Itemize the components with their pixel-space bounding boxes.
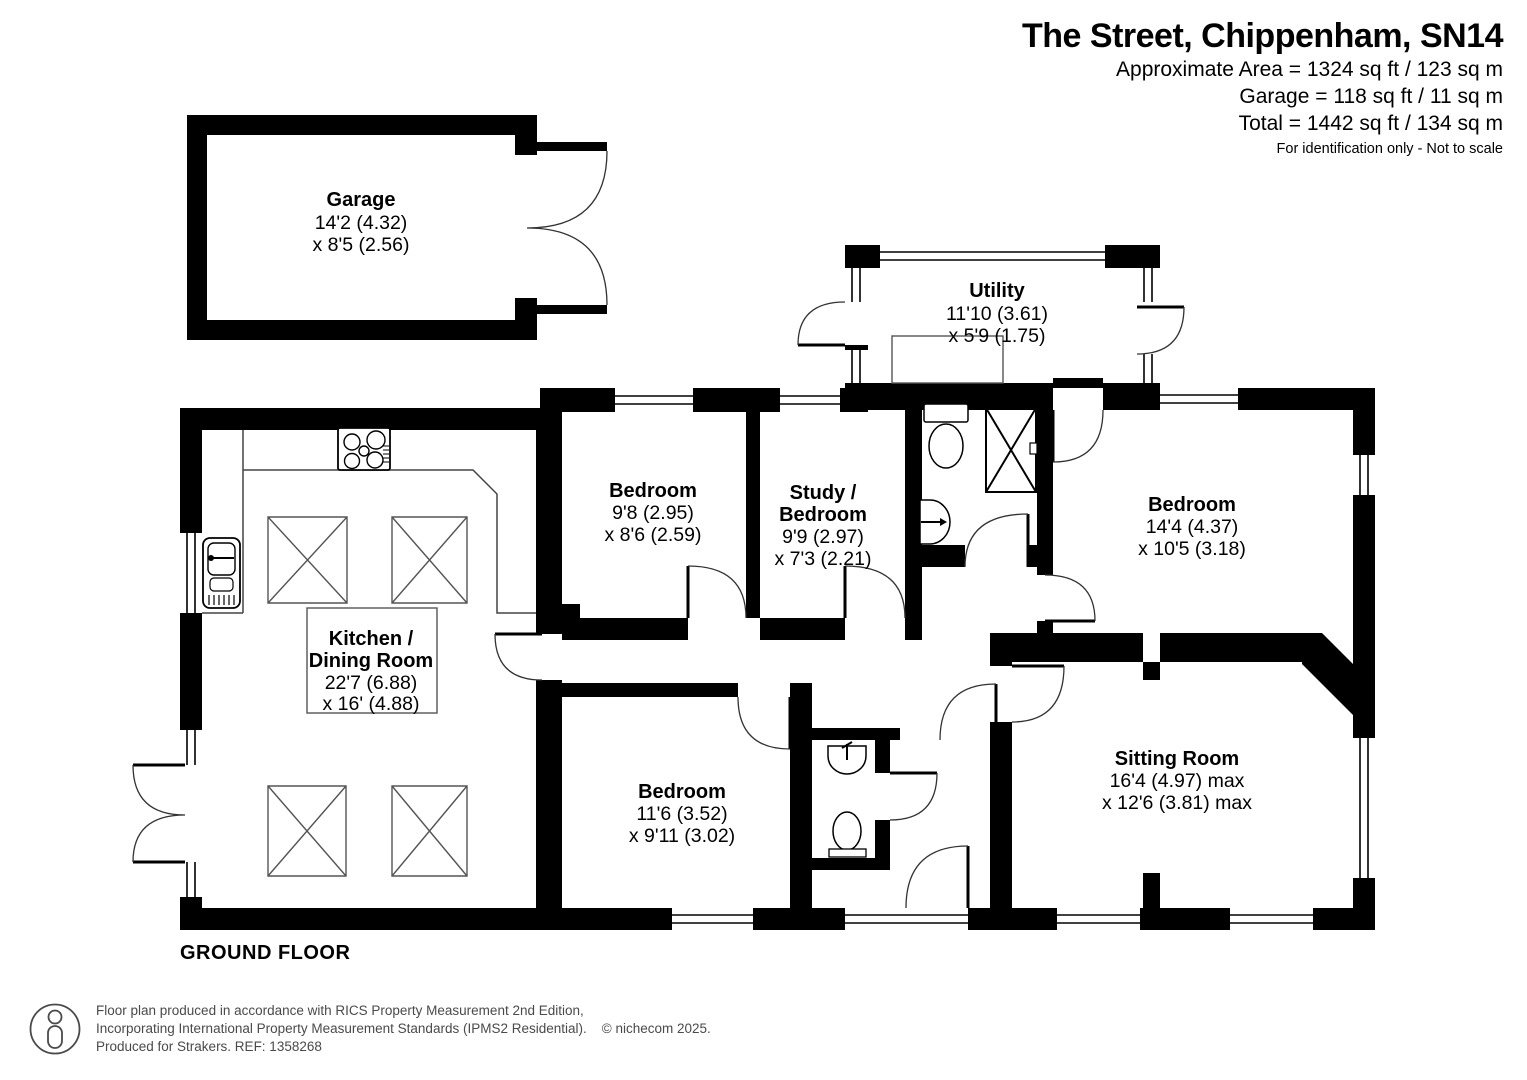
chamfer-wall <box>1302 633 1375 717</box>
bathroom-toilet-bowl <box>832 811 862 851</box>
room-dim: x 5'9 (1.75) <box>949 325 1046 347</box>
hob-grill <box>383 445 389 463</box>
sitting-room-label: Sitting Room 16'4 (4.97) max x 12'6 (3.8… <box>1102 748 1252 814</box>
room-dim: 11'10 (3.61) <box>946 303 1048 325</box>
shower-cubicle-icon <box>985 407 1037 493</box>
burner <box>343 452 361 470</box>
room-dim: x 7'3 (2.21) <box>775 548 872 570</box>
room-name: Bedroom <box>609 480 697 502</box>
room-name: Bedroom <box>1148 494 1236 516</box>
door-leaf-lines <box>133 305 1184 908</box>
table-outline <box>306 607 438 714</box>
utility-counter <box>891 335 1004 384</box>
room-dim: 9'9 (2.97) <box>782 526 864 548</box>
windows <box>180 245 1375 930</box>
room-dim: x 9'11 (3.02) <box>629 825 735 847</box>
footer-line1: Floor plan produced in accordance with R… <box>96 1003 584 1018</box>
rooflight <box>267 785 347 877</box>
footer-line2: Incorporating International Property Mea… <box>96 1020 711 1038</box>
rooflight <box>391 785 468 877</box>
door-arc-lines <box>132 150 1185 909</box>
utility-label: Utility 11'10 (3.61) x 5'9 (1.75) <box>946 280 1048 347</box>
garage-label: Garage 14'2 (4.32) x 8'5 (2.56) <box>313 189 410 256</box>
door-leaves <box>133 305 1184 908</box>
sink-bowl <box>207 542 236 576</box>
footer-copyright: © nichecom 2025. <box>601 1021 711 1036</box>
total-area: Total = 1442 sq ft / 134 sq m <box>1238 112 1503 135</box>
hob-body <box>337 427 391 471</box>
garage-area: Garage = 118 sq ft / 11 sq m <box>1239 85 1503 108</box>
kitchen-counter <box>202 430 536 614</box>
room-dim: x 8'6 (2.59) <box>605 524 702 546</box>
room-name: Dining Room <box>309 650 433 672</box>
dining-table <box>306 607 438 714</box>
page-title: The Street, Chippenham, SN14 <box>1022 17 1504 55</box>
bathroom-fixtures <box>826 741 870 861</box>
study-label: Study / Bedroom 9'9 (2.97) x 7'3 (2.21) <box>775 482 872 570</box>
toilet-bowl <box>928 423 964 469</box>
rooflight <box>267 516 348 604</box>
rooflight-icons <box>267 516 468 877</box>
room-name: Utility <box>969 280 1025 302</box>
kitchen-sink-icon <box>202 537 241 609</box>
header: The Street, Chippenham, SN14 Approximate… <box>1022 16 1504 161</box>
person-icon <box>29 1003 81 1055</box>
kitchen-label: Kitchen / Dining Room 22'7 (6.88) x 16' … <box>309 628 433 715</box>
bathroom-toilet-base <box>828 848 867 858</box>
room-name: Garage <box>327 189 396 211</box>
basin-tap-head <box>940 518 947 526</box>
room-name: Bedroom <box>638 781 726 803</box>
toilet-cistern <box>923 403 969 423</box>
footer: Floor plan produced in accordance with R… <box>28 1002 711 1056</box>
counter-outline <box>202 430 536 614</box>
sink-drainer-lines <box>208 595 235 605</box>
room-labels: Garage 14'2 (4.32) x 8'5 (2.56) Utility … <box>309 189 1252 847</box>
approximate-area: Approximate Area = 1324 sq ft / 123 sq m <box>1116 58 1503 81</box>
room-dim: 14'2 (4.32) <box>315 212 408 234</box>
walls <box>180 115 1375 930</box>
room-name: Study / <box>790 482 857 504</box>
bedroom2-label: Bedroom 14'4 (4.37) x 10'5 (3.18) <box>1138 494 1246 560</box>
burner <box>366 451 384 469</box>
room-dim: x 10'5 (3.18) <box>1138 538 1246 560</box>
footer-text: Floor plan produced in accordance with R… <box>96 1002 711 1056</box>
shower-handle <box>1029 442 1038 455</box>
room-name: Bedroom <box>779 504 867 526</box>
sink-tap-base <box>208 555 214 561</box>
room-dim: x 16' (4.88) <box>323 693 420 715</box>
burner <box>366 430 386 450</box>
room-dim: 22'7 (6.88) <box>325 672 418 694</box>
bedroom3-label: Bedroom 11'6 (3.52) x 9'11 (3.02) <box>629 781 735 847</box>
room-dim: 11'6 (3.52) <box>636 803 727 825</box>
hob-icon <box>337 427 391 471</box>
rooflight <box>391 516 468 604</box>
footer-line3: Produced for Strakers. REF: 1358268 <box>96 1039 322 1054</box>
room-name: Kitchen / <box>329 628 414 650</box>
room-dim: 16'4 (4.97) max <box>1110 770 1245 792</box>
burner <box>343 433 361 451</box>
footer-standards: Incorporating International Property Mea… <box>96 1021 587 1036</box>
shower-room-fixtures <box>919 403 1038 545</box>
burner <box>358 445 370 457</box>
scale-disclaimer: For identification only - Not to scale <box>1276 141 1503 157</box>
window-panes <box>180 245 1375 930</box>
bedroom1-label: Bedroom 9'8 (2.95) x 8'6 (2.59) <box>605 480 702 546</box>
door-swing-arcs <box>132 150 1185 909</box>
room-dim: x 12'6 (3.81) max <box>1102 792 1252 814</box>
room-dim: x 8'5 (2.56) <box>313 234 410 256</box>
sink-drainer-tray <box>209 577 234 592</box>
window-glazing-lines <box>186 251 1369 924</box>
room-dim: 14'4 (4.37) <box>1146 516 1239 538</box>
floor-title: GROUND FLOOR <box>180 942 351 964</box>
room-dim: 9'8 (2.95) <box>612 502 694 524</box>
bathroom-basin-tap <box>841 741 853 760</box>
room-name: Sitting Room <box>1115 748 1239 770</box>
